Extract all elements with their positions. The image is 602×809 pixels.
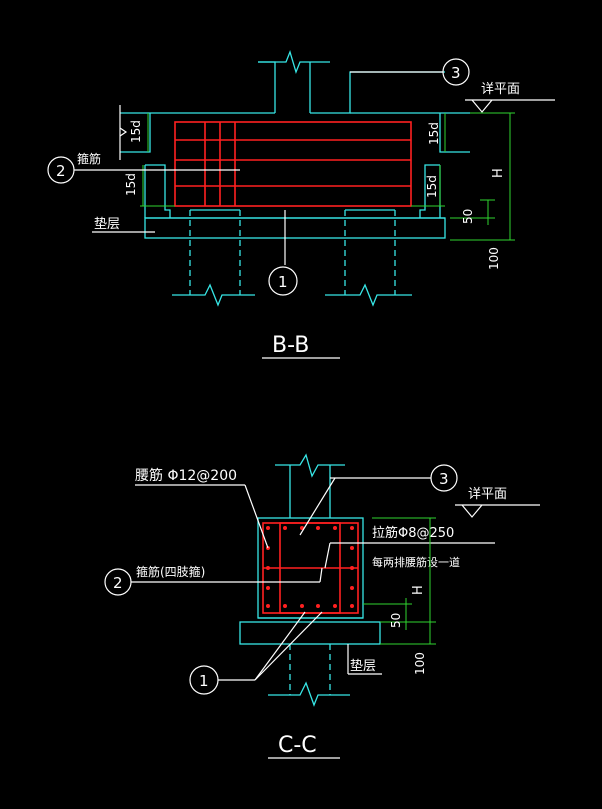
bb-dims-left: [119, 105, 175, 207]
cc-dim-h: H: [411, 585, 426, 595]
bb-column-break-top: [258, 50, 330, 74]
cc-column-break: [275, 453, 345, 478]
bb-dim-15d-left-top: 15d: [129, 120, 143, 143]
cc-see-plan: 详平面: [468, 487, 507, 502]
bb-dim-15d-right-top: 15d: [427, 122, 441, 145]
section-cc: 腰筋 Φ12@200 3 详平面 拉筋Φ8@250 每两排腰筋设一道 2 箍筋(…: [104, 453, 540, 759]
bb-dim-50: 50: [461, 209, 475, 224]
bb-dim-15d-left-bottom: 15d: [124, 173, 138, 196]
cc-callout-2: [104, 567, 323, 596]
cc-tie-bar-leader-2: [324, 542, 331, 569]
cc-rebar: [262, 522, 359, 614]
bb-pile-right: [325, 209, 412, 307]
bb-dim-100: 100: [487, 247, 501, 270]
cc-dims-right: [363, 517, 436, 645]
cc-circle-2-label: 2: [113, 574, 123, 592]
bb-callout-3: [350, 58, 470, 86]
cc-dim-100: 100: [413, 652, 427, 675]
cc-circle-1-label: 1: [199, 672, 209, 690]
cc-cushion-label: 垫层: [350, 658, 376, 674]
bb-circle-2-label: 2: [56, 162, 66, 180]
cc-tie-note: 每两排腰筋设一道: [372, 555, 460, 569]
bb-title: B-B: [272, 333, 309, 358]
cc-waist-bar-label: 腰筋 Φ12@200: [135, 467, 237, 484]
bb-stirrup-label: 箍筋: [77, 151, 101, 166]
bb-beam-step-left-upper: [120, 113, 151, 153]
bb-dim-h: H: [491, 168, 506, 178]
cc-tie-bar-label: 拉筋Φ8@250: [372, 525, 454, 541]
bb-callout-1: [268, 266, 298, 296]
cc-pile: [268, 644, 350, 707]
bb-dims-right: [411, 99, 555, 241]
bb-beam-top-right: [310, 71, 445, 114]
bb-beam-left-haunch: [145, 164, 171, 218]
cc-callout-1: [189, 611, 323, 695]
bb-rebar: [174, 121, 412, 207]
section-bb: 15d 15d 15d 15d H 50 100 3 详平面: [47, 50, 555, 359]
cc-stirrup-label: 箍筋(四肢箍): [136, 564, 205, 579]
cc-circle-3-label: 3: [439, 470, 449, 488]
cc-title: C-C: [278, 733, 317, 758]
bb-cushion: [144, 217, 446, 239]
bb-circle-1-label: 1: [278, 273, 288, 291]
bb-column-left-edge: [258, 61, 276, 113]
cc-waist-bar-leader: [244, 484, 269, 549]
bb-callout-2: [47, 156, 240, 184]
cc-cushion: [239, 621, 381, 645]
bb-beam-right-haunch: [419, 164, 440, 218]
bb-see-plan: 详平面: [481, 82, 520, 97]
cc-callout-3: [299, 464, 458, 536]
cc-elevation-mark: [461, 504, 483, 518]
bb-pile-left: [172, 209, 255, 307]
bb-circle-3-label: 3: [451, 64, 461, 82]
cc-dim-50: 50: [389, 613, 403, 628]
bb-beam-step-right-upper: [439, 113, 470, 153]
bb-dim-15d-right-bottom: 15d: [425, 175, 439, 198]
bb-cushion-label: 垫层: [94, 216, 120, 232]
